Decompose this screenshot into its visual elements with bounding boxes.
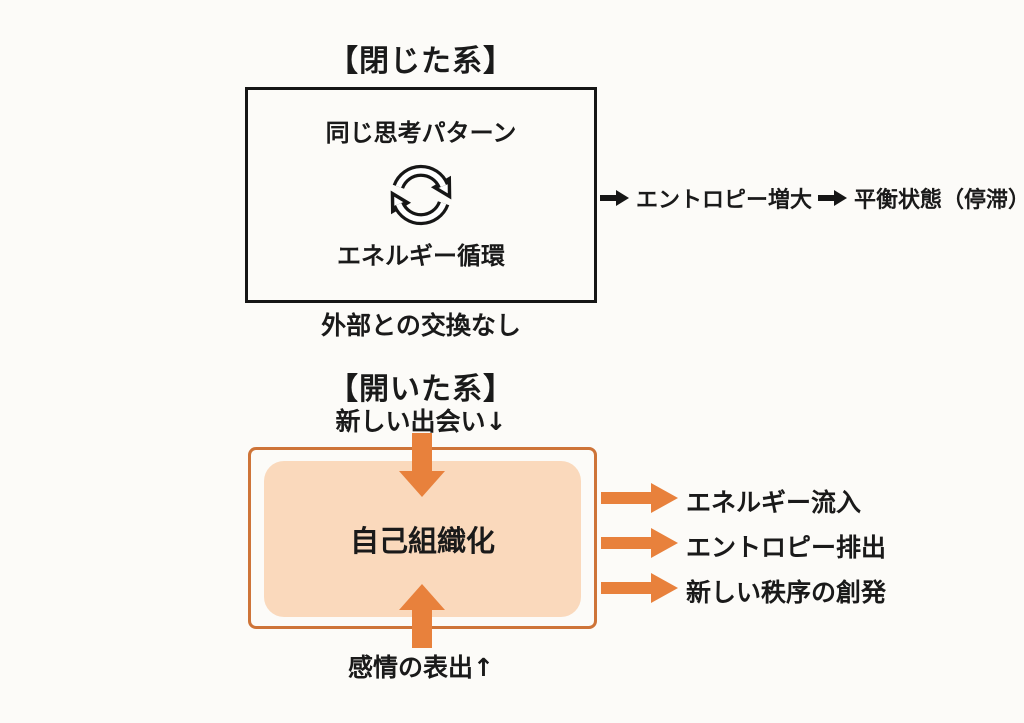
cycle-arrows-icon [378, 152, 464, 238]
open-system-input-label: 新しい出会い↓ [335, 407, 507, 436]
output-label-entropy-discharge: エントロピー排出 [686, 533, 887, 562]
output-arrow-icon [601, 483, 679, 513]
output-label-new-order-emergence: 新しい秩序の創発 [686, 578, 887, 607]
closed-box-bottom-label: エネルギー循環 [337, 242, 505, 270]
open-system-bottom-label: 感情の表出↑ [348, 653, 494, 682]
open-system-title: 【開いた系】 [328, 372, 514, 407]
flow-step-entropy: エントロピー増大 [636, 188, 813, 213]
up-arrow-icon [399, 584, 445, 648]
flow-step-equilibrium: 平衡状態（停滞） [854, 188, 1024, 213]
down-arrow-icon [399, 433, 445, 497]
closed-system-title: 【閉じた系】 [328, 44, 514, 79]
right-arrow-icon [818, 189, 848, 207]
output-label-energy-inflow: エネルギー流入 [686, 488, 862, 517]
output-arrow-icon [601, 528, 679, 558]
closed-system-flow: エントロピー増大 平衡状態（停滞） [600, 182, 1024, 214]
right-arrow-icon [600, 189, 630, 207]
self-organization-label: 自己組織化 [349, 524, 495, 558]
output-arrow-icon [601, 573, 679, 603]
closed-system-caption: 外部との交換なし [321, 311, 521, 340]
closed-box-top-label: 同じ思考パターン [325, 119, 517, 148]
closed-system-box: 同じ思考パターン エネルギー循環 [245, 87, 597, 303]
